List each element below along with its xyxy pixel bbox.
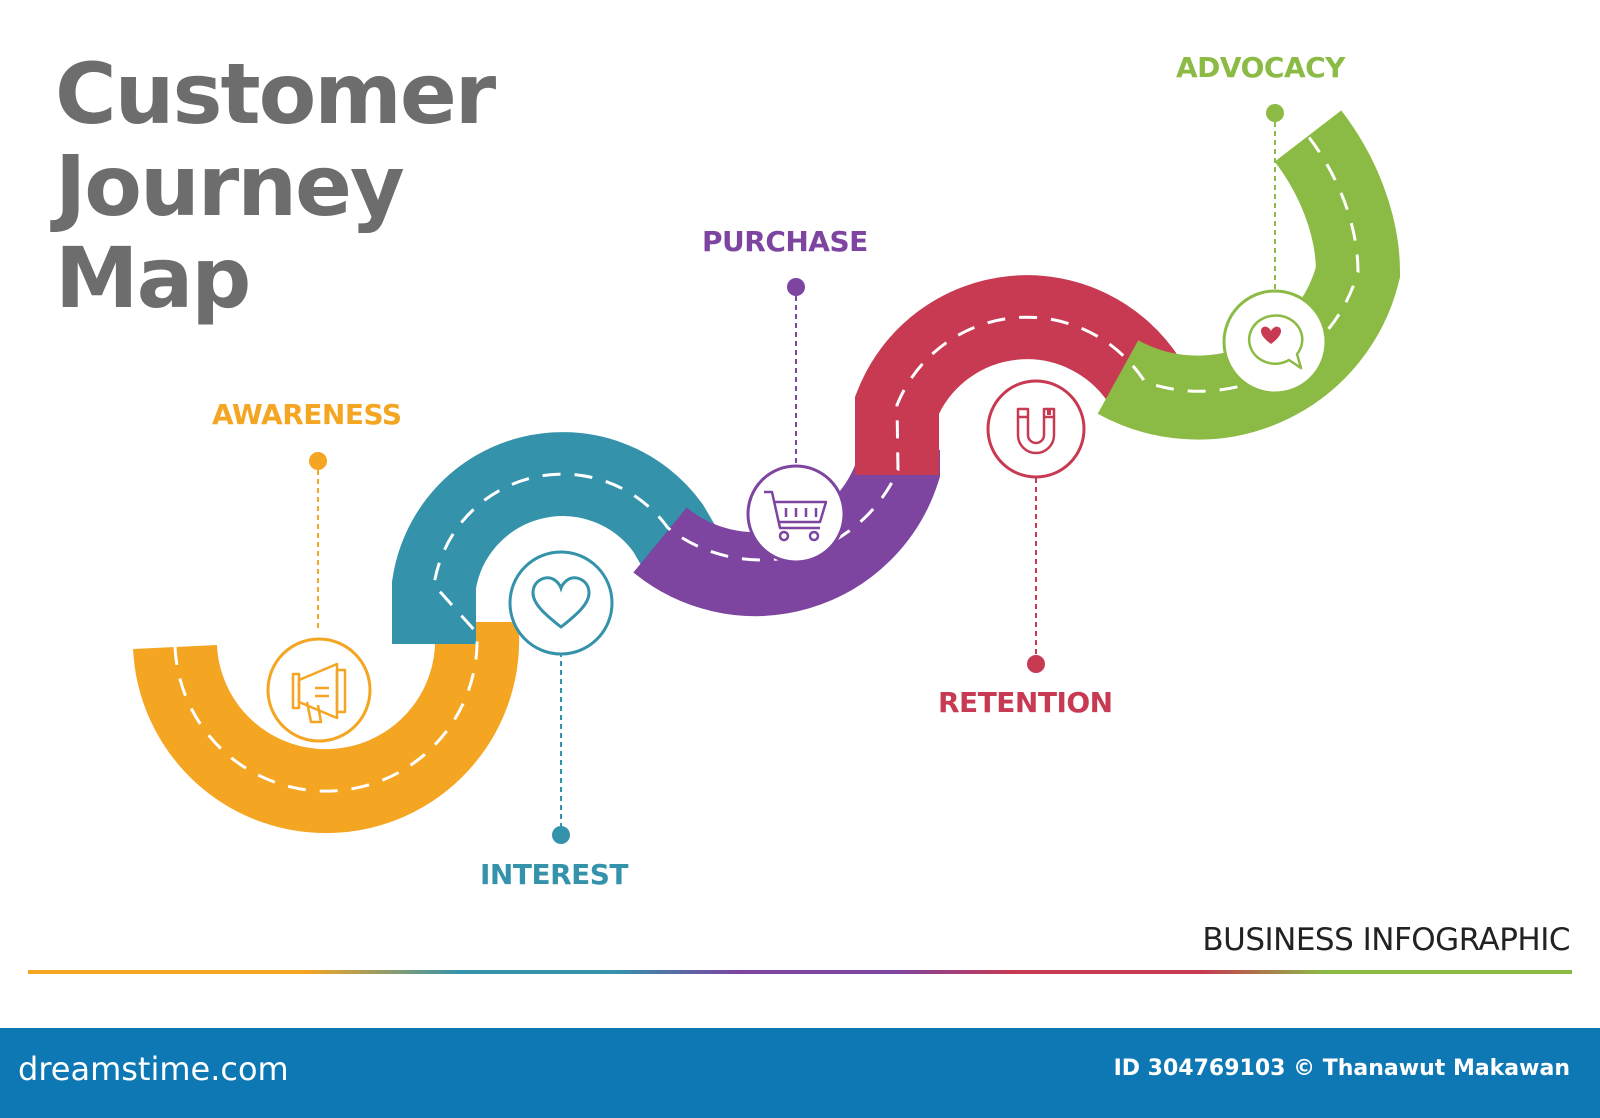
color-divider-line (28, 970, 1572, 974)
page-title: Customer Journey Map (55, 45, 496, 327)
road-segment-purchase (633, 450, 940, 617)
connector-advocacy (1266, 104, 1284, 292)
shopping-cart-icon (746, 464, 846, 564)
connector-awareness (309, 452, 327, 631)
heart-icon (508, 550, 614, 656)
megaphone-icon (266, 637, 372, 743)
magnet-icon (986, 379, 1086, 479)
stage-label-advocacy: ADVOCACY (1176, 51, 1345, 84)
title-line-3: Map (55, 229, 251, 327)
journey-road-diagram (133, 104, 1401, 844)
title-line-2: Journey (55, 137, 405, 235)
connector-retention (1027, 478, 1045, 673)
stage-label-interest: INTEREST (480, 858, 629, 891)
footer-site[interactable]: dreamstime.com (18, 1050, 289, 1088)
stage-label-awareness: AWARENESS (212, 398, 402, 431)
connector-purchase (787, 278, 805, 466)
watermark-footer: dreamstime.com ID 304769103 © Thanawut M… (0, 1028, 1600, 1118)
title-line-1: Customer (55, 45, 496, 143)
stage-label-purchase: PURCHASE (702, 225, 868, 258)
heart-speech-bubble-icon (1222, 289, 1328, 395)
connector-interest (552, 652, 570, 844)
footer-credit: ID 304769103 © Thanawut Makawan (1113, 1056, 1570, 1081)
stage-label-retention: RETENTION (938, 686, 1113, 719)
subtitle: BUSINESS INFOGRAPHIC (1202, 922, 1570, 958)
